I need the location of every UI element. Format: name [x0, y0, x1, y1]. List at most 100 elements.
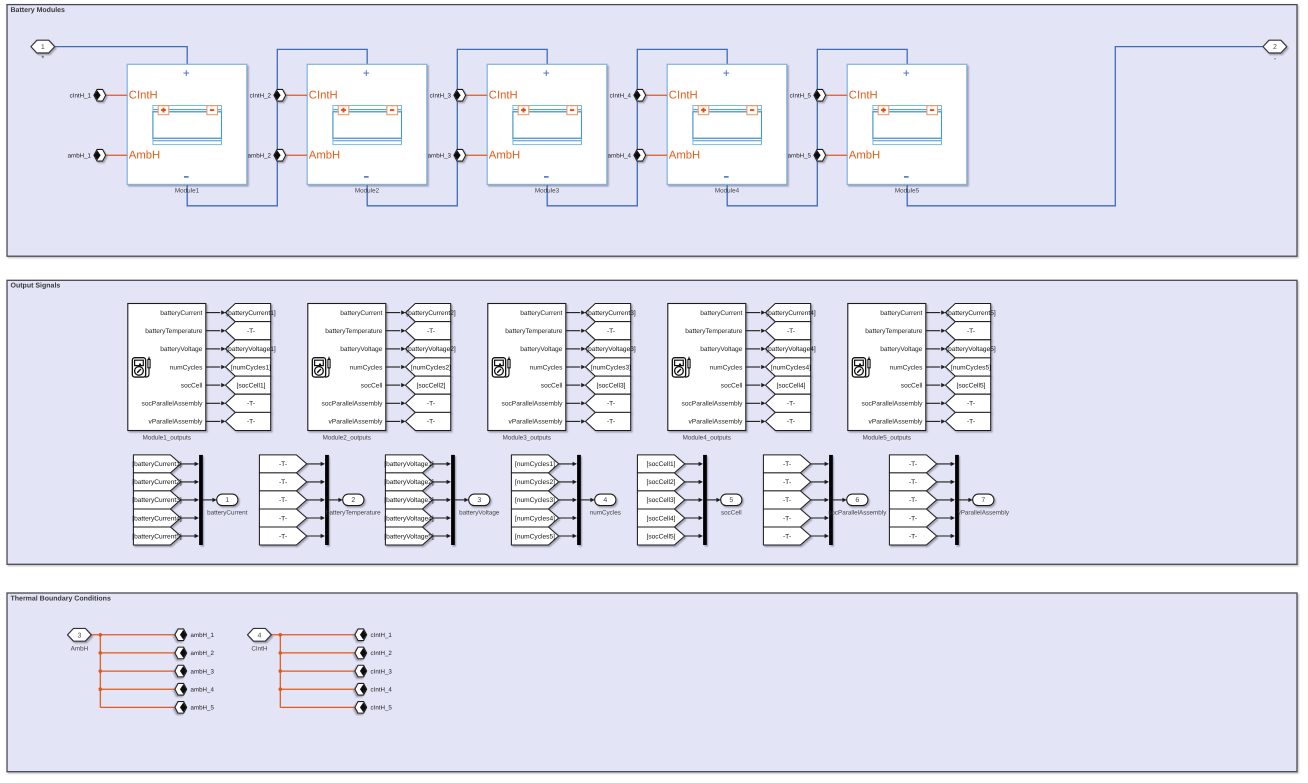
svg-text:-T-: -T-: [909, 479, 917, 486]
svg-text:AmbH: AmbH: [309, 150, 340, 162]
svg-text:batteryCurrent: batteryCurrent: [700, 310, 742, 317]
svg-text:-T-: -T-: [427, 419, 435, 426]
svg-text:numCycles: numCycles: [530, 364, 563, 371]
svg-text:-T-: -T-: [427, 328, 435, 335]
svg-text:vParallelAssembly: vParallelAssembly: [689, 419, 744, 426]
svg-text:[socCell3]: [socCell3]: [647, 497, 676, 504]
svg-text:[socCell3]: [socCell3]: [597, 382, 626, 389]
svg-text:-T-: -T-: [783, 479, 791, 486]
svg-text:[batteryVoltage1]: [batteryVoltage1]: [226, 346, 276, 353]
svg-text:[batteryVoltage5]: [batteryVoltage5]: [384, 533, 434, 540]
svg-text:-T-: -T-: [909, 515, 917, 522]
svg-text:[socCell1]: [socCell1]: [237, 382, 266, 389]
svg-text:ambH_2: ambH_2: [191, 650, 215, 657]
svg-text:-T-: -T-: [279, 515, 287, 522]
svg-text:[batteryVoltage3]: [batteryVoltage3]: [586, 346, 636, 353]
svg-text:[socCell4]: [socCell4]: [647, 515, 676, 522]
svg-text:ambH_4: ambH_4: [608, 153, 632, 160]
svg-text:socCell: socCell: [901, 382, 923, 389]
svg-text:vParallelAssembly: vParallelAssembly: [509, 419, 564, 426]
svg-text:socCell: socCell: [721, 510, 742, 517]
svg-text:Module4_outputs: Module4_outputs: [683, 435, 731, 442]
svg-text:batteryVoltage: batteryVoltage: [520, 346, 562, 353]
svg-text:[batteryVoltage4]: [batteryVoltage4]: [766, 346, 816, 353]
svg-text:5: 5: [729, 497, 733, 504]
svg-text:-T-: -T-: [247, 328, 255, 335]
svg-text:4: 4: [603, 497, 607, 504]
svg-text:CIntH: CIntH: [489, 90, 518, 102]
svg-text:socParallelAssembly: socParallelAssembly: [682, 401, 744, 408]
svg-text:3: 3: [77, 632, 81, 639]
svg-text:AmbH: AmbH: [849, 150, 880, 162]
svg-text:ambH_1: ambH_1: [191, 632, 215, 639]
svg-text:-T-: -T-: [787, 401, 795, 408]
svg-text:socParallelAssembly: socParallelAssembly: [828, 510, 887, 517]
svg-text:[numCycles3]: [numCycles3]: [591, 364, 631, 371]
svg-text:socParallelAssembly: socParallelAssembly: [502, 401, 564, 408]
svg-text:numCycles: numCycles: [890, 364, 923, 371]
svg-text:-T-: -T-: [787, 419, 795, 426]
svg-text:-T-: -T-: [783, 497, 791, 504]
svg-text:[numCycles4]: [numCycles4]: [771, 364, 811, 371]
svg-text:vParallelAssembly: vParallelAssembly: [149, 419, 204, 426]
svg-text:1: 1: [225, 497, 229, 504]
svg-text:[numCycles1]: [numCycles1]: [515, 461, 555, 468]
svg-text:6: 6: [855, 497, 859, 504]
svg-text:[numCycles5]: [numCycles5]: [515, 533, 555, 540]
svg-text:batteryCurrent: batteryCurrent: [207, 510, 247, 517]
svg-text:+: +: [903, 66, 910, 80]
svg-text:socParallelAssembly: socParallelAssembly: [322, 401, 384, 408]
svg-text:[numCycles2]: [numCycles2]: [515, 479, 555, 486]
svg-text:batteryCurrent: batteryCurrent: [160, 310, 202, 317]
svg-text:+: +: [363, 66, 370, 80]
svg-text:batteryCurrent: batteryCurrent: [880, 310, 922, 317]
svg-text:ambH_4: ambH_4: [191, 687, 215, 694]
svg-text:-T-: -T-: [909, 461, 917, 468]
svg-text:batteryTemperature: batteryTemperature: [326, 510, 381, 517]
svg-text:cIntH_5: cIntH_5: [790, 93, 812, 100]
svg-text:[numCycles2]: [numCycles2]: [411, 364, 451, 371]
svg-text:[batteryCurrent2]: [batteryCurrent2]: [132, 479, 182, 486]
svg-text:[socCell2]: [socCell2]: [647, 479, 676, 486]
svg-text:ambH_2: ambH_2: [248, 153, 272, 160]
svg-text:Module4: Module4: [715, 187, 740, 194]
svg-text:[batteryCurrent4]: [batteryCurrent4]: [766, 310, 816, 317]
svg-text:cIntH_1: cIntH_1: [371, 632, 393, 639]
svg-text:cIntH_1: cIntH_1: [70, 93, 92, 100]
svg-text:-T-: -T-: [279, 533, 287, 540]
svg-text:-T-: -T-: [783, 515, 791, 522]
svg-text:ambH_3: ambH_3: [191, 668, 215, 675]
svg-text:-T-: -T-: [967, 328, 975, 335]
svg-text:[socCell5]: [socCell5]: [647, 533, 676, 540]
svg-text:cIntH_3: cIntH_3: [430, 93, 452, 100]
svg-text:batteryTemperature: batteryTemperature: [865, 328, 923, 335]
svg-text:Thermal Boundary Conditions: Thermal Boundary Conditions: [11, 594, 111, 602]
svg-text:batteryVoltage: batteryVoltage: [880, 346, 922, 353]
svg-text:ambH_1: ambH_1: [68, 153, 92, 160]
svg-text:-T-: -T-: [783, 533, 791, 540]
svg-text:-T-: -T-: [909, 497, 917, 504]
svg-text:[socCell5]: [socCell5]: [957, 382, 986, 389]
svg-text:[batteryCurrent2]: [batteryCurrent2]: [406, 310, 456, 317]
svg-text:AmbH: AmbH: [129, 150, 160, 162]
svg-text:Module1: Module1: [175, 187, 200, 194]
svg-text:[batteryCurrent5]: [batteryCurrent5]: [132, 533, 182, 540]
svg-text:Module3_outputs: Module3_outputs: [503, 435, 551, 442]
svg-text:-T-: -T-: [607, 419, 615, 426]
svg-text:2: 2: [351, 497, 355, 504]
svg-text:socCell: socCell: [541, 382, 563, 389]
svg-text:Module5_outputs: Module5_outputs: [863, 435, 911, 442]
svg-text:[numCycles5]: [numCycles5]: [951, 364, 991, 371]
svg-text:[batteryCurrent1]: [batteryCurrent1]: [226, 310, 276, 317]
svg-text:socCell: socCell: [721, 382, 743, 389]
svg-text:vParallelAssembly: vParallelAssembly: [958, 510, 1010, 517]
svg-text:-T-: -T-: [607, 401, 615, 408]
svg-text:cIntH_2: cIntH_2: [250, 93, 272, 100]
svg-text:ambH_3: ambH_3: [428, 153, 452, 160]
svg-text:Output Signals: Output Signals: [11, 282, 61, 290]
svg-text:+: +: [543, 66, 550, 80]
svg-text:socParallelAssembly: socParallelAssembly: [142, 401, 204, 408]
svg-text:+: +: [723, 66, 730, 80]
svg-text:numCycles: numCycles: [350, 364, 383, 371]
svg-text:3: 3: [477, 497, 481, 504]
